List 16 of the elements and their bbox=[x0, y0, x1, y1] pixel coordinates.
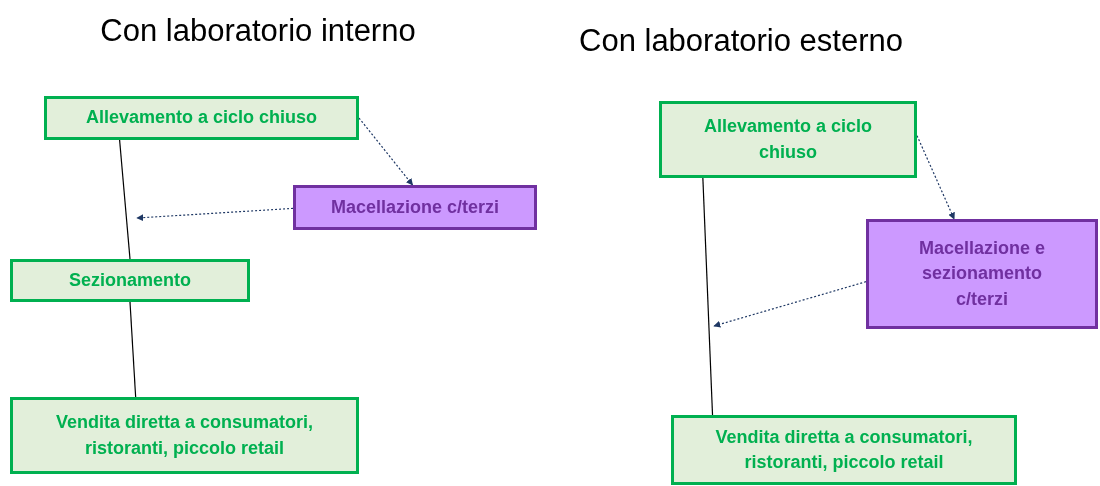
process-box: Allevamento a ciclo chiuso bbox=[44, 96, 359, 140]
arrow bbox=[136, 207, 294, 222]
arrow bbox=[713, 281, 867, 328]
section-heading: Con laboratorio interno bbox=[100, 13, 416, 49]
process-box: Macellazione e sezionamento c/terzi bbox=[866, 219, 1098, 329]
connector-line bbox=[702, 177, 714, 416]
process-box: Vendita diretta a consumatori, ristoranti, piccolo retail bbox=[671, 415, 1017, 485]
process-box: Vendita diretta a consumatori, ristoranti, piccolo retail bbox=[10, 397, 359, 474]
process-box: Sezionamento bbox=[10, 259, 250, 302]
process-box: Macellazione c/terzi bbox=[293, 185, 537, 230]
arrow bbox=[358, 117, 414, 186]
connector-line bbox=[119, 139, 131, 260]
connector-line bbox=[129, 301, 137, 398]
process-box: Allevamento a ciclo chiuso bbox=[659, 101, 917, 178]
section-heading: Con laboratorio esterno bbox=[579, 23, 903, 59]
arrow bbox=[916, 135, 955, 220]
